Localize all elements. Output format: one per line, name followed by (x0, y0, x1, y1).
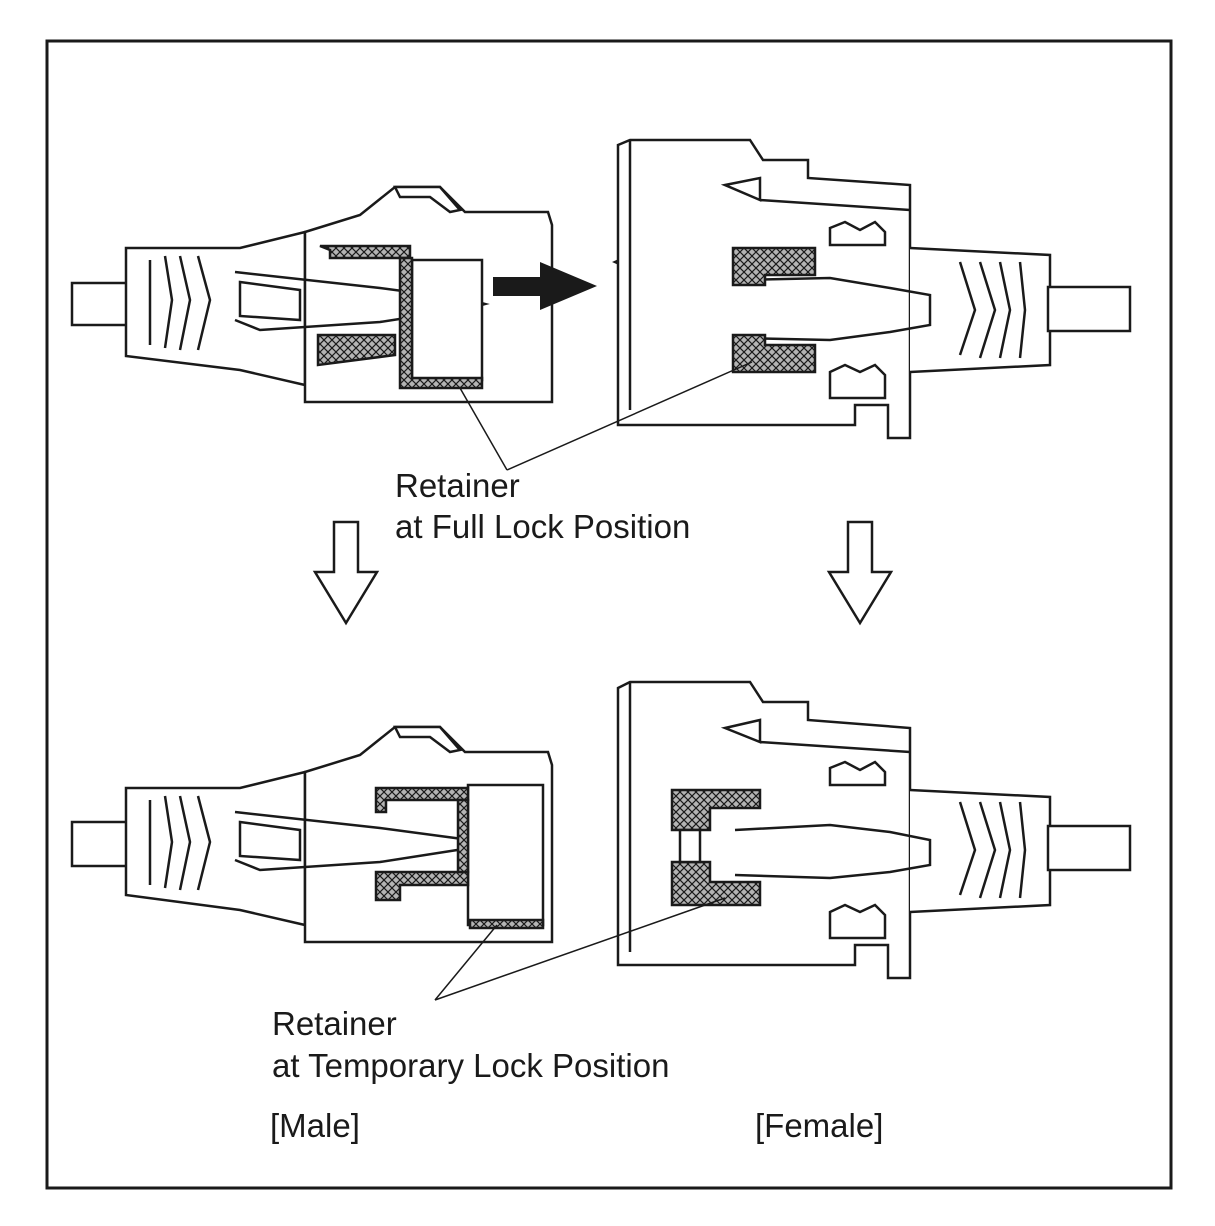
full-lock-leaders (459, 361, 753, 471)
female-caption: [Female] (755, 1107, 883, 1144)
female-wire-bottom (1046, 824, 1132, 872)
full-lock-label-line1: Retainer (395, 467, 520, 504)
male-connector-temp-lock (70, 725, 554, 944)
male-connector-full-lock (70, 185, 554, 404)
female-wire-top (1046, 285, 1132, 333)
male-wire-top (70, 281, 130, 327)
full-lock-label-line2: at Full Lock Position (395, 508, 690, 545)
male-wire-bottom (70, 820, 130, 868)
down-arrow-left (312, 520, 380, 626)
female-connector-temp-lock (616, 680, 1132, 980)
push-arrow-right (493, 262, 597, 310)
figure-border (45, 39, 1173, 1190)
temp-lock-label-line1: Retainer (272, 1005, 397, 1042)
temp-lock-leaders (434, 897, 726, 1001)
down-arrow-right (826, 520, 894, 626)
temp-lock-label-line2: at Temporary Lock Position (272, 1047, 669, 1084)
male-caption: [Male] (270, 1107, 360, 1144)
female-connector-full-lock (616, 138, 1132, 440)
